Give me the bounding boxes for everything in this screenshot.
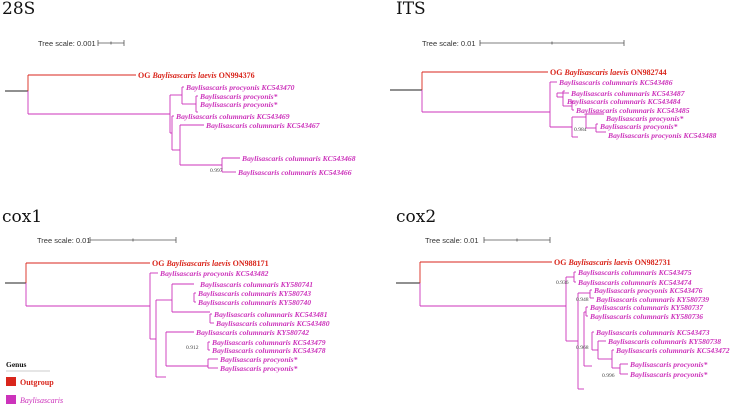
bootstrap-value: 0.984 — [574, 127, 587, 133]
leaf-label: Baylisascaris columnaris KY580736 — [589, 312, 703, 321]
tree-scale-label: Tree scale: 0.001 — [38, 39, 96, 48]
leaf-labels: OG Baylisascaris laevis ON982731 Baylisa… — [554, 258, 730, 379]
leaf-label: Baylisascaris procyonis* — [605, 114, 684, 123]
outgroup-label: OG Baylisascaris laevis ON988171 — [152, 259, 269, 268]
leaf-label: Baylisascaris columnaris KC543469 — [175, 112, 290, 121]
tree-scale-label: Tree scale: 0.01 — [37, 236, 91, 245]
panel-title: ITS — [396, 0, 426, 19]
tree-scale-bar — [97, 40, 125, 46]
leaf-label: Baylisascaris columnaris KC543481 — [213, 310, 328, 319]
leaf-label: Baylisascaris columnaris KC543467 — [205, 121, 321, 130]
tree-scale-label: Tree scale: 0.01 — [425, 236, 479, 245]
leaf-label: Baylisascaris procyonis* — [199, 100, 278, 109]
bootstrap-value: 0.968 — [576, 345, 589, 351]
leaf-label: Baylisascaris columnaris KY580737 — [589, 303, 704, 312]
leaf-label: Baylisascaris columnaris KY580743 — [197, 289, 311, 298]
outgroup-label: OG Baylisascaris laevis ON982744 — [550, 68, 667, 77]
leaf-label: Baylisascaris procyonis* — [219, 355, 298, 364]
leaf-label: Baylisascaris columnaris KC543474 — [577, 278, 692, 287]
leaf-label: Baylisascaris columnaris KY580742 — [195, 328, 309, 337]
tree-scale-bar — [479, 40, 625, 46]
tree-branches — [396, 261, 628, 390]
leaf-label: Baylisascaris procyonis* — [629, 360, 708, 369]
leaf-label: Baylisascaris columnaris KC543478 — [211, 346, 326, 355]
leaf-label: Baylisascaris procyonis KC543482 — [159, 269, 269, 278]
legend-swatch-baylisascaris — [6, 395, 16, 404]
leaf-label: Baylisascaris columnaris KC543473 — [595, 328, 710, 337]
bootstrap-value: 0.997 — [210, 168, 223, 174]
legend-title: Genus — [6, 360, 27, 369]
leaf-label: Baylisascaris columnaris KC543479 — [211, 338, 326, 347]
panel-cox1: cox1 Tree scale: 0.01 — [2, 207, 330, 378]
leaf-label: Baylisascaris columnaris KY580738 — [607, 337, 721, 346]
tree-branches — [5, 74, 240, 173]
leaf-label: Baylisascaris procyonis* — [599, 122, 678, 131]
panel-28s: 28S Tree scale: 0.001 — [2, 0, 356, 177]
outgroup-label: OG Baylisascaris laevis ON994376 — [138, 71, 255, 80]
legend-swatch-outgroup — [6, 377, 16, 386]
leaf-label: Baylisascaris procyonis* — [629, 370, 708, 379]
tree-branches — [390, 71, 606, 138]
bootstrap-value: 0.912 — [186, 345, 199, 351]
leaf-label: Baylisascaris columnaris KY580740 — [197, 298, 311, 307]
panel-title: cox1 — [2, 207, 42, 227]
leaf-label: Baylisascaris columnaris KC543472 — [615, 346, 730, 355]
leaf-labels: OG Baylisascaris laevis ON988171 Baylisa… — [152, 259, 330, 373]
leaf-label: Baylisascaris columnaris KY580739 — [595, 295, 709, 304]
leaf-label: Baylisascaris columnaris KC543487 — [570, 89, 686, 98]
legend: Genus Outgroup Baylisascaris — [6, 360, 63, 405]
leaf-label: Baylisascaris procyonis KC543470 — [185, 83, 295, 92]
leaf-label: Baylisascaris columnaris KC543468 — [241, 154, 356, 163]
bootstrap-value: 0.996 — [602, 373, 615, 379]
leaf-label: Baylisascaris procyonis* — [219, 364, 298, 373]
leaf-label: Baylisascaris columnaris KC543484 — [566, 97, 681, 106]
legend-item-baylisascaris: Baylisascaris — [20, 396, 63, 405]
leaf-label: Baylisascaris columnaris KC543480 — [215, 319, 330, 328]
tree-scale-label: Tree scale: 0.01 — [422, 39, 476, 48]
outgroup-label: OG Baylisascaris laevis ON982731 — [554, 258, 671, 267]
leaf-label: Baylisascaris columnaris KY580741 — [199, 280, 313, 289]
leaf-label: Baylisascaris columnaris KC543486 — [558, 78, 673, 87]
panel-title: 28S — [2, 0, 35, 19]
panel-its: ITS Tree scale: 0.01 — [390, 0, 717, 140]
leaf-label: Baylisascaris columnaris KC543475 — [577, 268, 692, 277]
tree-scale-bar — [89, 237, 177, 243]
legend-item-outgroup: Outgroup — [20, 378, 54, 387]
leaf-label: Baylisascaris procyonis* — [199, 92, 278, 101]
bootstrap-value: 0.936 — [556, 280, 569, 286]
leaf-labels: OG Baylisascaris laevis ON994376 Baylisa… — [138, 71, 356, 177]
leaf-label: Baylisascaris columnaris KC543485 — [575, 106, 690, 115]
leaf-labels: OG Baylisascaris laevis ON982744 Baylisa… — [550, 68, 717, 140]
bootstrap-value: 0.948 — [576, 297, 589, 303]
panel-cox2: cox2 Tree scale: 0.01 — [396, 207, 730, 390]
leaf-label: Baylisascaris columnaris KC543466 — [237, 168, 352, 177]
tree-branches — [5, 262, 218, 378]
leaf-label: Baylisascaris procyonis KC543488 — [607, 131, 717, 140]
leaf-label: Baylisascaris procyonis KC543476 — [593, 286, 703, 295]
tree-scale-bar — [483, 237, 551, 243]
panel-title: cox2 — [396, 207, 436, 227]
